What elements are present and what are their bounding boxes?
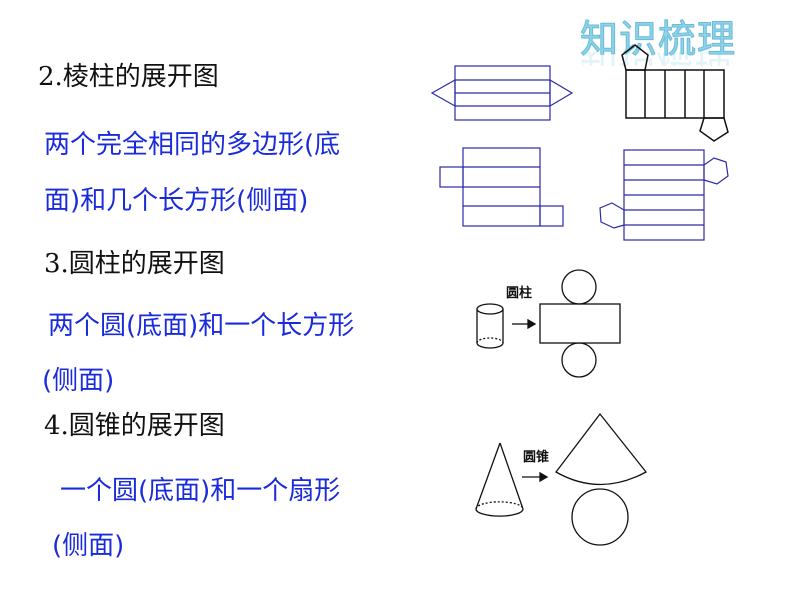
prism-desc-line-2: 面)和几个长方形(侧面) xyxy=(44,186,309,216)
cylinder-desc-line-1: 两个圆(底面)和一个长方形 xyxy=(48,311,355,341)
cone-heading: 4.圆锥的展开图 xyxy=(44,411,225,441)
prism-net-triangular xyxy=(430,65,574,121)
cone-desc-line-2: (侧面) xyxy=(52,531,125,561)
cylinder-heading: 3.圆柱的展开图 xyxy=(44,249,225,279)
prism-net-pentagonal xyxy=(621,44,729,142)
prism-net-quadrilateral xyxy=(439,147,564,227)
cone-desc-line-1: 一个圆(底面)和一个扇形 xyxy=(60,476,341,506)
cone-diagram xyxy=(475,412,647,546)
prism-heading: 2.棱柱的展开图 xyxy=(38,62,219,92)
cylinder-diagram-label: 圆柱 xyxy=(506,286,533,301)
prism-net-hexagonal xyxy=(599,149,729,241)
slide-title: 知识梳理 xyxy=(579,17,737,62)
prism-desc-line-1: 两个完全相同的多边形(底 xyxy=(44,130,341,160)
cylinder-diagram xyxy=(476,269,621,378)
cylinder-desc-line-2: (侧面) xyxy=(42,366,115,396)
cone-diagram-label: 圆锥 xyxy=(523,450,550,465)
